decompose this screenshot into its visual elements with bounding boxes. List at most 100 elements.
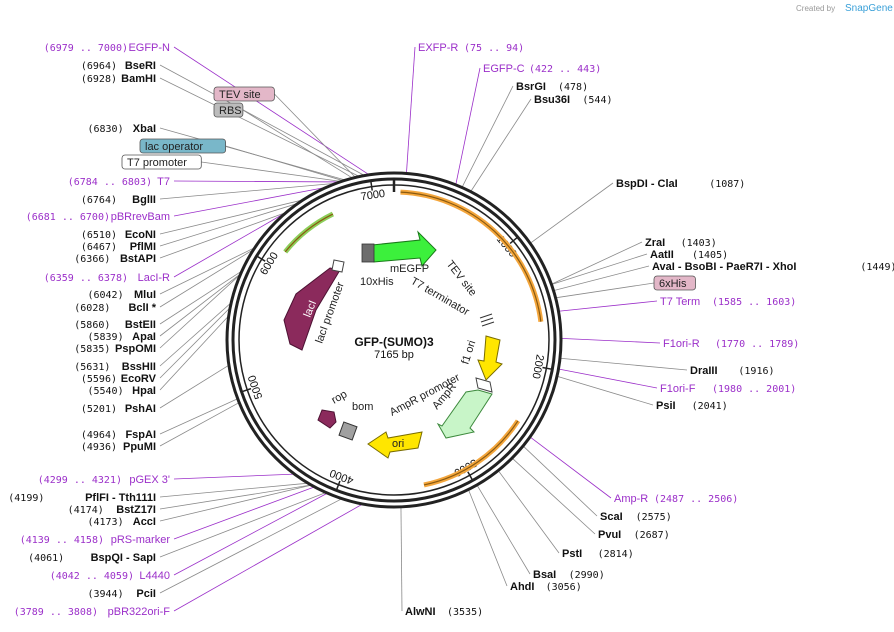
right-label-pos: (2814) <box>598 549 634 560</box>
right-label-name: BspDI - ClaI <box>616 178 678 190</box>
left-label-pos: (3789 .. 3808) <box>14 607 98 618</box>
left-label-name: PflMI <box>130 241 156 253</box>
bom-feature[interactable] <box>338 421 358 441</box>
right-label-pos: (2687) <box>634 530 670 541</box>
tick-line <box>335 480 341 491</box>
credit-text: Created by <box>796 4 835 13</box>
leader-line <box>558 368 658 389</box>
right-label-name: T7 Term <box>660 296 700 308</box>
leader-line <box>476 484 531 575</box>
left-label-pos: (3944) <box>87 589 123 600</box>
orf-arc-laci[interactable] <box>283 211 335 254</box>
left-label-pos: (4139 .. 4158) <box>20 535 104 546</box>
his-badge-label: 6xHis <box>659 278 687 290</box>
right-label-name: Amp-R <box>614 493 648 505</box>
leader-line <box>529 182 614 244</box>
box-lac-label: lac operator <box>145 141 203 153</box>
leader-line <box>551 253 648 285</box>
left-label-name: L4440 <box>139 570 170 582</box>
left-label-pos: (4299 .. 4321) <box>38 475 122 486</box>
his-badge <box>653 275 696 291</box>
right-label-name: PvuI <box>598 529 621 541</box>
left-label-name: EcoNI <box>125 229 156 241</box>
left-label-pos: (4042 .. 4059) <box>50 571 134 582</box>
right-label-pos: (422 .. 443) <box>529 64 601 75</box>
left-label-name: MluI <box>134 289 156 301</box>
right-label-name: AhdI <box>510 581 534 593</box>
f1ori-feature[interactable] <box>477 335 503 381</box>
tick-label: 6000 <box>258 250 281 277</box>
right-label-pos: (2041) <box>692 401 728 412</box>
left-label-name: pGEX 3' <box>129 474 170 486</box>
left-label-pos: (6964) <box>81 61 117 72</box>
right-label-pos: (2487 .. 2506) <box>654 494 738 505</box>
leader-line <box>400 506 403 612</box>
laci-feature[interactable] <box>283 267 341 351</box>
left-label-name: BssHII <box>122 361 156 373</box>
right-label-name: F1ori-R <box>663 338 700 350</box>
leader-line <box>159 315 230 391</box>
rop-feature[interactable] <box>317 409 337 429</box>
left-label-name: BglII <box>132 194 156 206</box>
left-labels: EGFP-N(6979 .. 7000)BseRI(6964)BamHI(692… <box>8 42 275 618</box>
left-label-name: PpuMI <box>123 441 156 453</box>
left-label-name: pRS-marker <box>111 534 171 546</box>
leader-line <box>555 282 655 299</box>
leader-line <box>159 364 230 409</box>
tick-line <box>542 366 553 371</box>
leader-line <box>159 307 231 379</box>
tev-site-marks <box>479 313 495 327</box>
box-tev-badge <box>213 86 275 102</box>
ampr-feature[interactable] <box>436 389 493 439</box>
right-label-pos: (1770 .. 1789) <box>715 339 799 350</box>
left-label-pos: (5835) <box>74 344 110 355</box>
left-label-pos: (6764) <box>81 195 117 206</box>
leader-line <box>159 249 254 308</box>
leader-line <box>159 302 232 367</box>
megfp-label: mEGFP <box>390 263 429 275</box>
box-t7-label: T7 promoter <box>127 157 187 169</box>
laci-promoter-feature[interactable] <box>331 259 345 273</box>
leader-line <box>559 357 688 371</box>
left-label-name: BclI * <box>128 302 156 314</box>
leader-line <box>159 398 238 435</box>
leader-line <box>468 489 508 587</box>
leader-line <box>159 273 241 337</box>
left-label-name: FspAI <box>125 429 156 441</box>
left-label-pos: (6028) <box>74 303 110 314</box>
right-label-pos: (1585 .. 1603) <box>712 297 796 308</box>
f1ori-label: f1 ori <box>459 339 478 366</box>
left-label-pos: (6366) <box>74 254 110 265</box>
ori-feature[interactable] <box>367 431 423 459</box>
leader-line <box>173 186 327 217</box>
left-label-pos: (6928) <box>81 74 117 85</box>
leader-line <box>173 486 315 540</box>
leader-line <box>159 247 256 295</box>
leader-line <box>225 145 344 182</box>
left-label-pos: (6681 .. 6700) <box>26 212 110 223</box>
plasmid-name: GFP-(SUMO)3 <box>354 335 434 349</box>
left-label-name: PciI <box>136 588 156 600</box>
right-label-pos: (544) <box>582 95 612 106</box>
left-label-name: BseRI <box>125 60 156 72</box>
right-label-name: DraIII <box>690 365 718 377</box>
left-label-pos: (6359 .. 6378) <box>44 273 128 284</box>
tick-label: 2000 <box>529 353 545 379</box>
leader-line <box>470 98 532 192</box>
leader-line <box>159 273 241 349</box>
leader-line <box>553 265 650 292</box>
right-label-name: AvaI - BsoBI - PaeR7I - XhoI <box>652 261 796 273</box>
leader-line <box>529 436 612 499</box>
leader-line <box>159 498 343 594</box>
tick-line <box>509 236 519 245</box>
left-label-name: LacI-R <box>138 272 170 284</box>
ampr-promoter-feature[interactable] <box>475 377 493 393</box>
right-label-pos: (2990) <box>569 570 605 581</box>
left-label-name: XbaI <box>133 123 156 135</box>
left-label-name: EcoRV <box>121 373 157 385</box>
left-label-pos: (6830) <box>87 124 123 135</box>
megfp-feature[interactable] <box>361 230 437 268</box>
right-label-pos: (1403) <box>681 238 717 249</box>
left-label-name: PflFI - Tth111I <box>85 492 156 504</box>
